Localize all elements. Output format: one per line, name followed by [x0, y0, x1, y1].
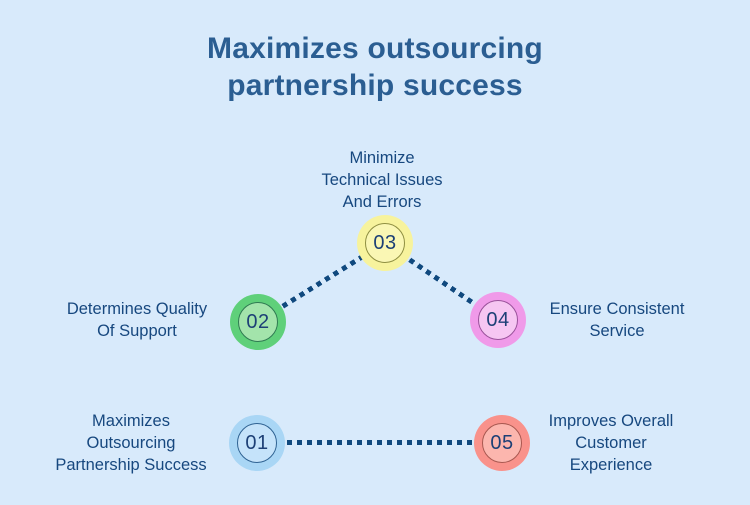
node-05-number: 05	[482, 423, 522, 463]
node-04: 04	[470, 292, 526, 348]
node-label-03: Minimize Technical Issues And Errors	[321, 149, 443, 211]
node-04-number: 04	[478, 300, 518, 340]
node-label-02: Determines Quality Of Support	[66, 300, 208, 340]
node-05: 05	[474, 415, 530, 471]
node-02: 02	[230, 294, 286, 350]
node-01-number: 01	[237, 423, 277, 463]
connector-line-01-05	[257, 440, 502, 445]
node-01: 01	[229, 415, 285, 471]
page-title: Maximizes outsourcing partnership succes…	[207, 32, 543, 102]
node-label-01: Maximizes Outsourcing Partnership Succes…	[55, 412, 207, 474]
node-03-number: 03	[365, 223, 405, 263]
node-label-04: Ensure Consistent Service	[549, 300, 685, 340]
node-02-number: 02	[238, 302, 278, 342]
node-03: 03	[357, 215, 413, 271]
node-label-05: Improves Overall Customer Experience	[548, 412, 674, 474]
